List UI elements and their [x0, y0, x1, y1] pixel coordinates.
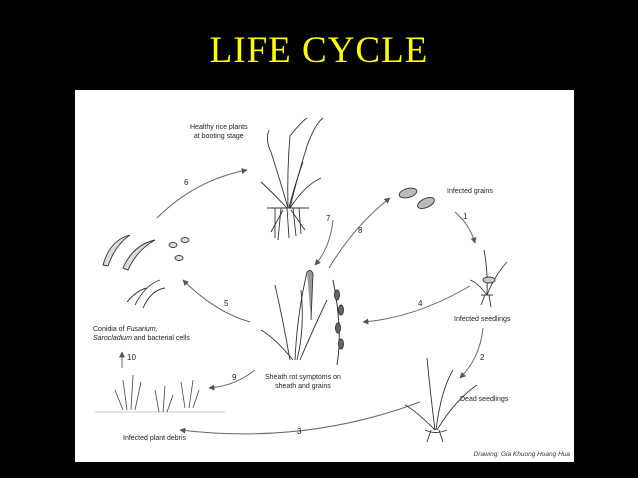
infected-seedling-illustration — [469, 249, 508, 308]
step-7: 7 — [326, 214, 331, 223]
conidia-illustration — [102, 234, 190, 309]
healthy-rice-plant-illustration — [260, 117, 324, 241]
label-infected-grains: Infected grains — [447, 188, 493, 195]
arrow-4 — [362, 285, 471, 325]
step-4: 4 — [418, 299, 423, 308]
arrow-8 — [328, 197, 391, 269]
diagram-drawing — [95, 117, 508, 443]
label-dead-seedlings: Dead seedlings — [460, 396, 509, 403]
arrow-6 — [156, 168, 248, 219]
arrow-5 — [182, 279, 251, 323]
step-6: 6 — [184, 178, 189, 187]
plant-debris-illustration — [95, 374, 225, 413]
arrow-2 — [459, 327, 484, 379]
step-5: 5 — [224, 299, 229, 308]
dead-seedlings-illustration — [404, 357, 478, 443]
infected-grains-illustration — [398, 187, 435, 210]
arrow-9 — [208, 369, 256, 391]
step-3: 3 — [297, 427, 302, 436]
slide-title: LIFE CYCLE — [209, 30, 429, 71]
sheath-rot-plant-illustration — [260, 269, 344, 366]
label-infected-debris: Infected plant debris — [123, 435, 187, 442]
step-2: 2 — [480, 353, 485, 362]
step-1: 1 — [463, 212, 468, 221]
step-9: 9 — [232, 373, 237, 382]
step-8: 8 — [358, 226, 363, 235]
arrow-7 — [314, 219, 334, 266]
label-infected-seedlings: Infected seedlings — [454, 316, 511, 323]
label-conidia: Conidia of Fusarium, Sarocladium and bac… — [93, 326, 190, 342]
arrow-1 — [454, 211, 477, 244]
step-10: 10 — [127, 353, 136, 362]
drawing-credit: Drawing: Gia Khuong Hoang Hua — [473, 451, 570, 458]
arrow-3 — [179, 401, 421, 435]
